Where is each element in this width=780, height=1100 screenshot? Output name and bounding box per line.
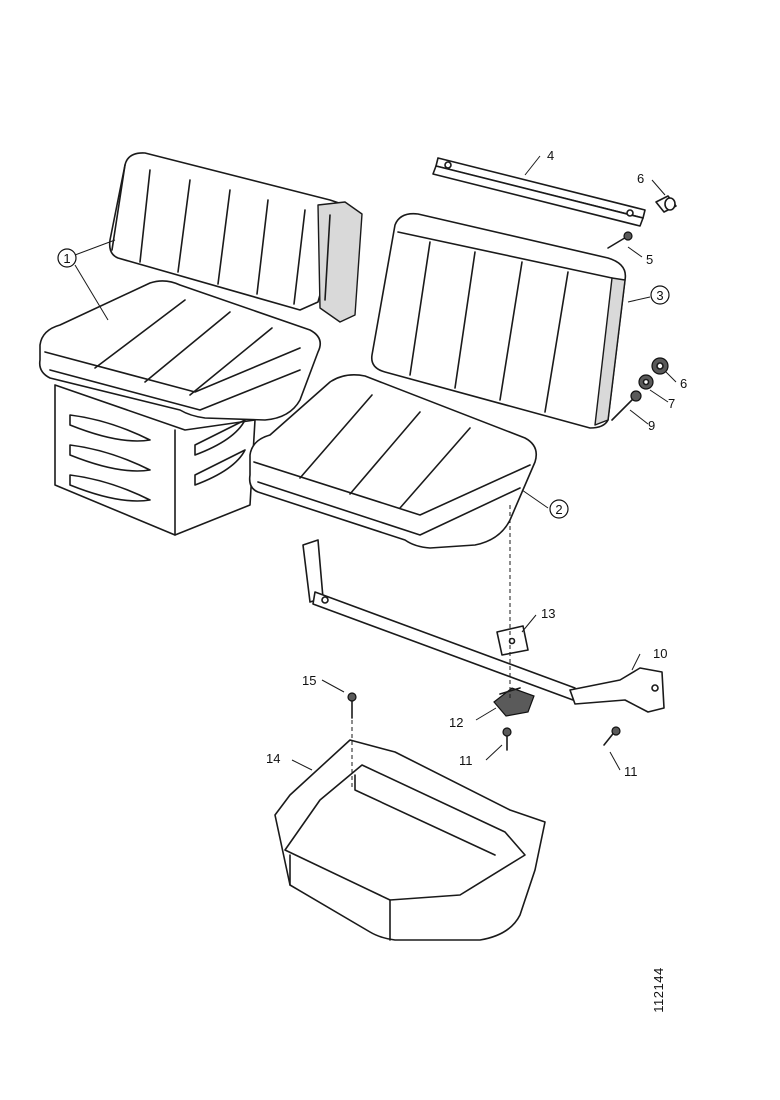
callout-2: 2: [549, 499, 569, 519]
left-backrest: [108, 152, 363, 323]
frame-bar: [302, 539, 665, 713]
callout-5: 5: [646, 252, 653, 267]
left-seat-cushion: [38, 280, 321, 421]
svg-text:3: 3: [656, 288, 663, 303]
left-seat-assembly: [38, 152, 363, 536]
screw-11-right: [603, 726, 621, 746]
callout-1: 1: [57, 248, 77, 268]
nut-6-right: [651, 357, 669, 375]
svg-text:2: 2: [555, 502, 562, 517]
callout-11-right: 11: [624, 764, 638, 779]
svg-text:4: 4: [547, 148, 554, 163]
callout-6-right: 6: [680, 376, 687, 391]
callout-14: 14: [266, 751, 280, 766]
callout-3: 3: [650, 285, 670, 305]
callout-9: 9: [648, 418, 655, 433]
callout-11-left: 11: [459, 753, 473, 768]
svg-text:5: 5: [646, 252, 653, 267]
svg-text:10: 10: [653, 646, 667, 661]
leader-lines: [74, 155, 677, 771]
rail-part: [432, 157, 646, 227]
callout-12: 12: [449, 715, 463, 730]
bolt-9: [611, 390, 642, 421]
right-backrest: [370, 212, 627, 429]
svg-text:1: 1: [63, 251, 70, 266]
cap-6-top: [655, 195, 677, 213]
callout-10: 10: [653, 646, 667, 661]
left-seat-base: [54, 384, 256, 536]
svg-text:11: 11: [624, 764, 638, 779]
svg-text:7: 7: [668, 396, 675, 411]
callout-13: 13: [541, 606, 555, 621]
right-seat-cushion: [248, 374, 538, 549]
callout-7: 7: [668, 396, 675, 411]
svg-text:12: 12: [449, 715, 463, 730]
latch-12: [493, 687, 535, 717]
svg-text:15: 15: [302, 673, 316, 688]
document-number: 112144: [651, 967, 666, 1012]
svg-text:13: 13: [541, 606, 555, 621]
screw-15: [347, 692, 357, 719]
screw-11-left: [502, 727, 512, 751]
svg-text:6: 6: [680, 376, 687, 391]
svg-text:14: 14: [266, 751, 280, 766]
bolt-5: [607, 231, 633, 249]
svg-text:9: 9: [648, 418, 655, 433]
svg-text:11: 11: [459, 753, 473, 768]
callout-6-top: 6: [637, 171, 644, 186]
callout-15: 15: [302, 673, 316, 688]
washer-7: [638, 374, 654, 390]
svg-text:6: 6: [637, 171, 644, 186]
callout-4: 4: [547, 148, 554, 163]
storage-tray: [274, 739, 546, 941]
